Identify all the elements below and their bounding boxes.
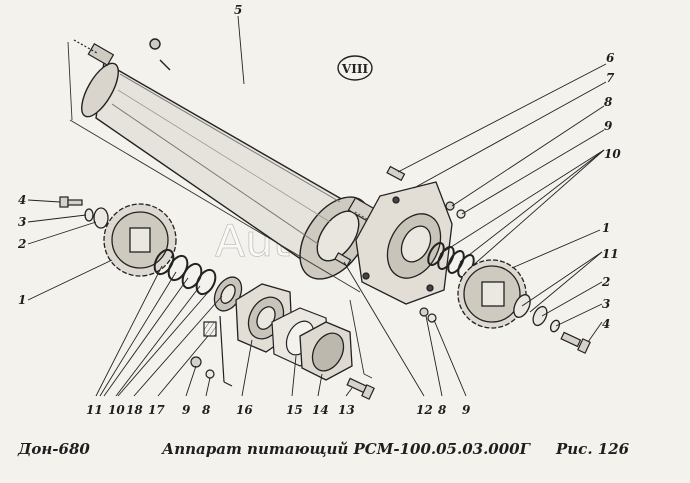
caption-figure-number: Рис. 126 — [556, 440, 630, 458]
left-cover — [299, 321, 353, 381]
callout-3-right: 3 — [602, 297, 610, 311]
leader-lines — [27, 15, 607, 397]
callout-16: 16 — [236, 403, 253, 417]
callout-8-top: 8 — [604, 95, 613, 109]
left-small-hardware — [190, 315, 233, 387]
caption-model: Дон-680 — [18, 440, 90, 458]
callout-1-right: 1 — [602, 221, 610, 235]
top-right-hardware — [386, 165, 466, 219]
callout-numbers: 5 6 7 8 9 10 1 11 2 3 4 4 3 2 1 11 10 18… — [17, 3, 621, 417]
callout-13: 13 — [338, 403, 355, 417]
section-badge: VIII — [337, 55, 373, 81]
callout-6: 6 — [606, 51, 615, 65]
callout-10-bottom: 10 — [108, 403, 125, 417]
left-bolt — [59, 196, 83, 208]
callout-12: 12 — [416, 403, 433, 417]
callout-17: 17 — [148, 403, 165, 417]
callout-11-bottom: 11 — [86, 403, 103, 417]
left-cover-bolt — [346, 377, 375, 400]
callout-1-left: 1 — [18, 293, 26, 307]
callout-9-bottom: 9 — [182, 403, 191, 417]
right-washers — [513, 294, 561, 333]
axis-lines — [67, 41, 373, 379]
right-bolt — [560, 331, 591, 354]
callout-14: 14 — [312, 403, 329, 417]
callout-8-bottom: 8 — [202, 403, 211, 417]
callout-18: 18 — [126, 403, 143, 417]
right-sprocket — [457, 259, 527, 329]
callout-7: 7 — [606, 71, 615, 85]
left-sprocket — [103, 203, 177, 277]
callout-3-left: 3 — [18, 215, 26, 229]
callout-10-right: 10 — [604, 147, 621, 161]
caption-title: Аппарат питающий РСМ-100.05.03.000Г — [162, 440, 530, 458]
section-badge-label: VIII — [341, 62, 369, 76]
callout-9-mid: 9 — [462, 403, 471, 417]
callout-4-right: 4 — [602, 317, 610, 331]
callout-2-left: 2 — [17, 237, 26, 251]
callout-15: 15 — [286, 403, 303, 417]
callout-5: 5 — [234, 3, 242, 17]
drum-left-shaft — [73, 39, 115, 67]
left-washers — [84, 207, 109, 229]
callout-8-mid: 8 — [438, 403, 447, 417]
callout-11-right: 11 — [602, 247, 619, 261]
callout-4-left: 4 — [18, 193, 26, 207]
callout-9-top: 9 — [604, 119, 613, 133]
right-housing-flange — [355, 181, 453, 305]
callout-2-right: 2 — [601, 275, 610, 289]
